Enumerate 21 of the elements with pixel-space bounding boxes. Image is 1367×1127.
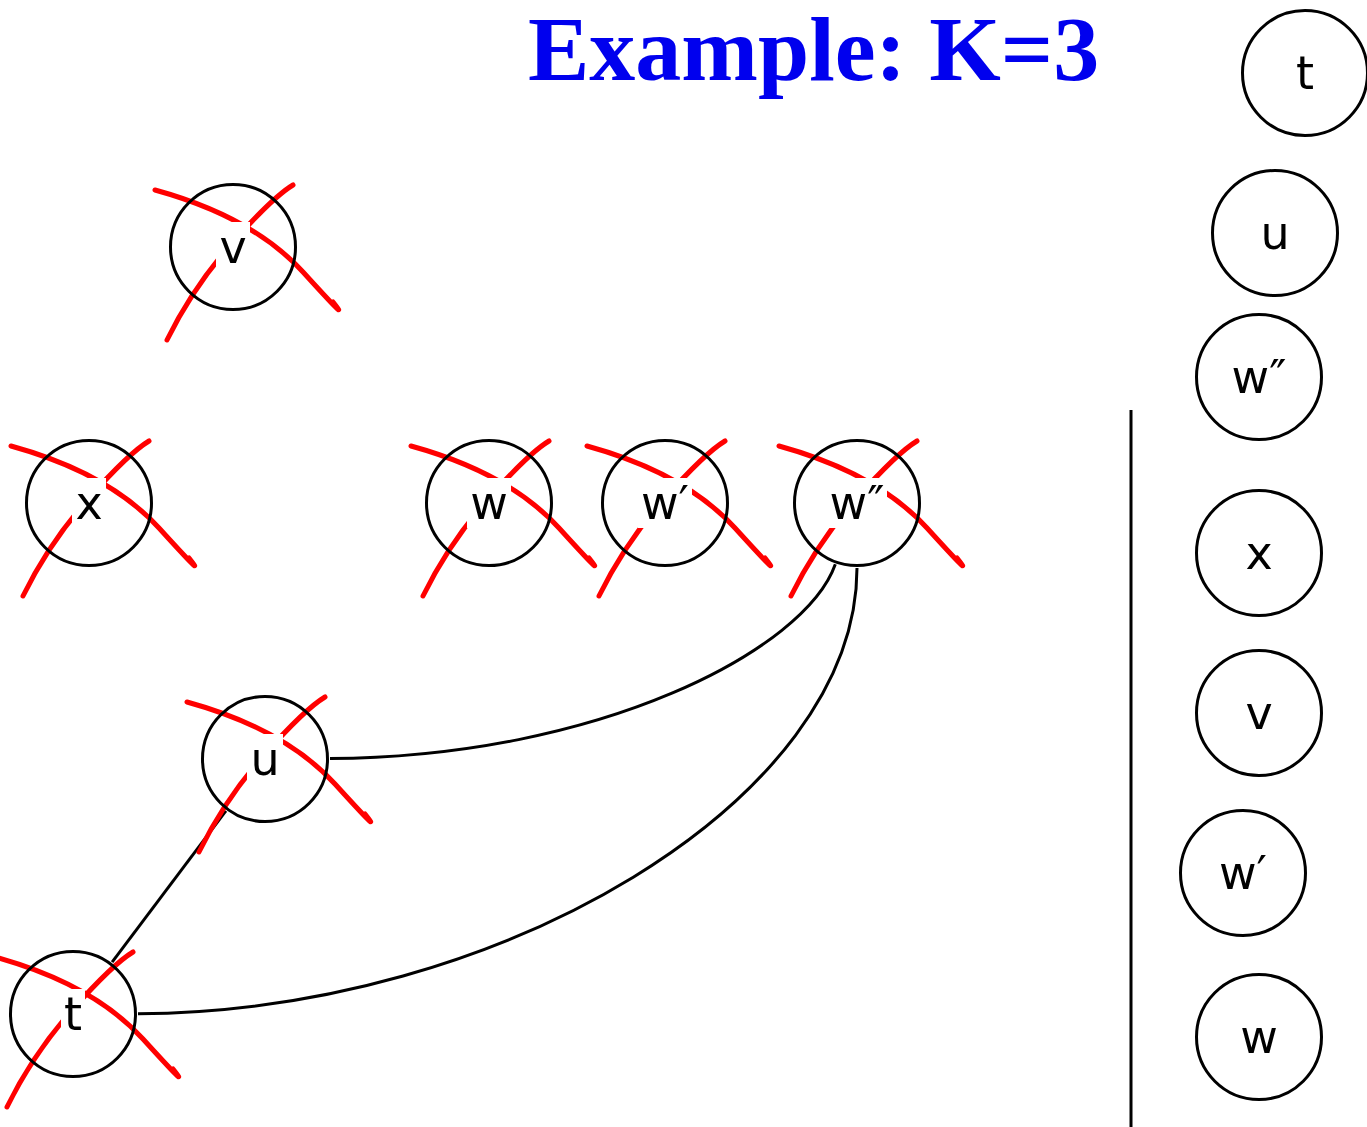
vertex-circle	[1195, 973, 1323, 1101]
vertex-circle	[425, 439, 553, 567]
vertex-label: w″	[826, 478, 888, 528]
vertex-circle	[25, 439, 153, 567]
vertex-label: w	[467, 478, 511, 528]
vertex-circle	[1179, 809, 1307, 937]
vertex-circle	[201, 695, 329, 823]
vertex-label: w′	[637, 478, 693, 528]
vertex-circle	[793, 439, 921, 567]
vertex-circle	[1241, 9, 1367, 137]
vertex-circle	[9, 950, 137, 1078]
connector-line	[137, 567, 859, 1016]
vertex-circle	[1195, 489, 1323, 617]
vertex-circle	[169, 183, 297, 311]
connector-line	[329, 563, 837, 761]
vertex-circle	[601, 439, 729, 567]
title: Example: K=3	[528, 0, 1100, 102]
vertex-circle	[1195, 649, 1323, 777]
connector-line	[110, 810, 228, 963]
vertex-circle	[1211, 169, 1339, 297]
vertex-circle	[1195, 313, 1323, 441]
